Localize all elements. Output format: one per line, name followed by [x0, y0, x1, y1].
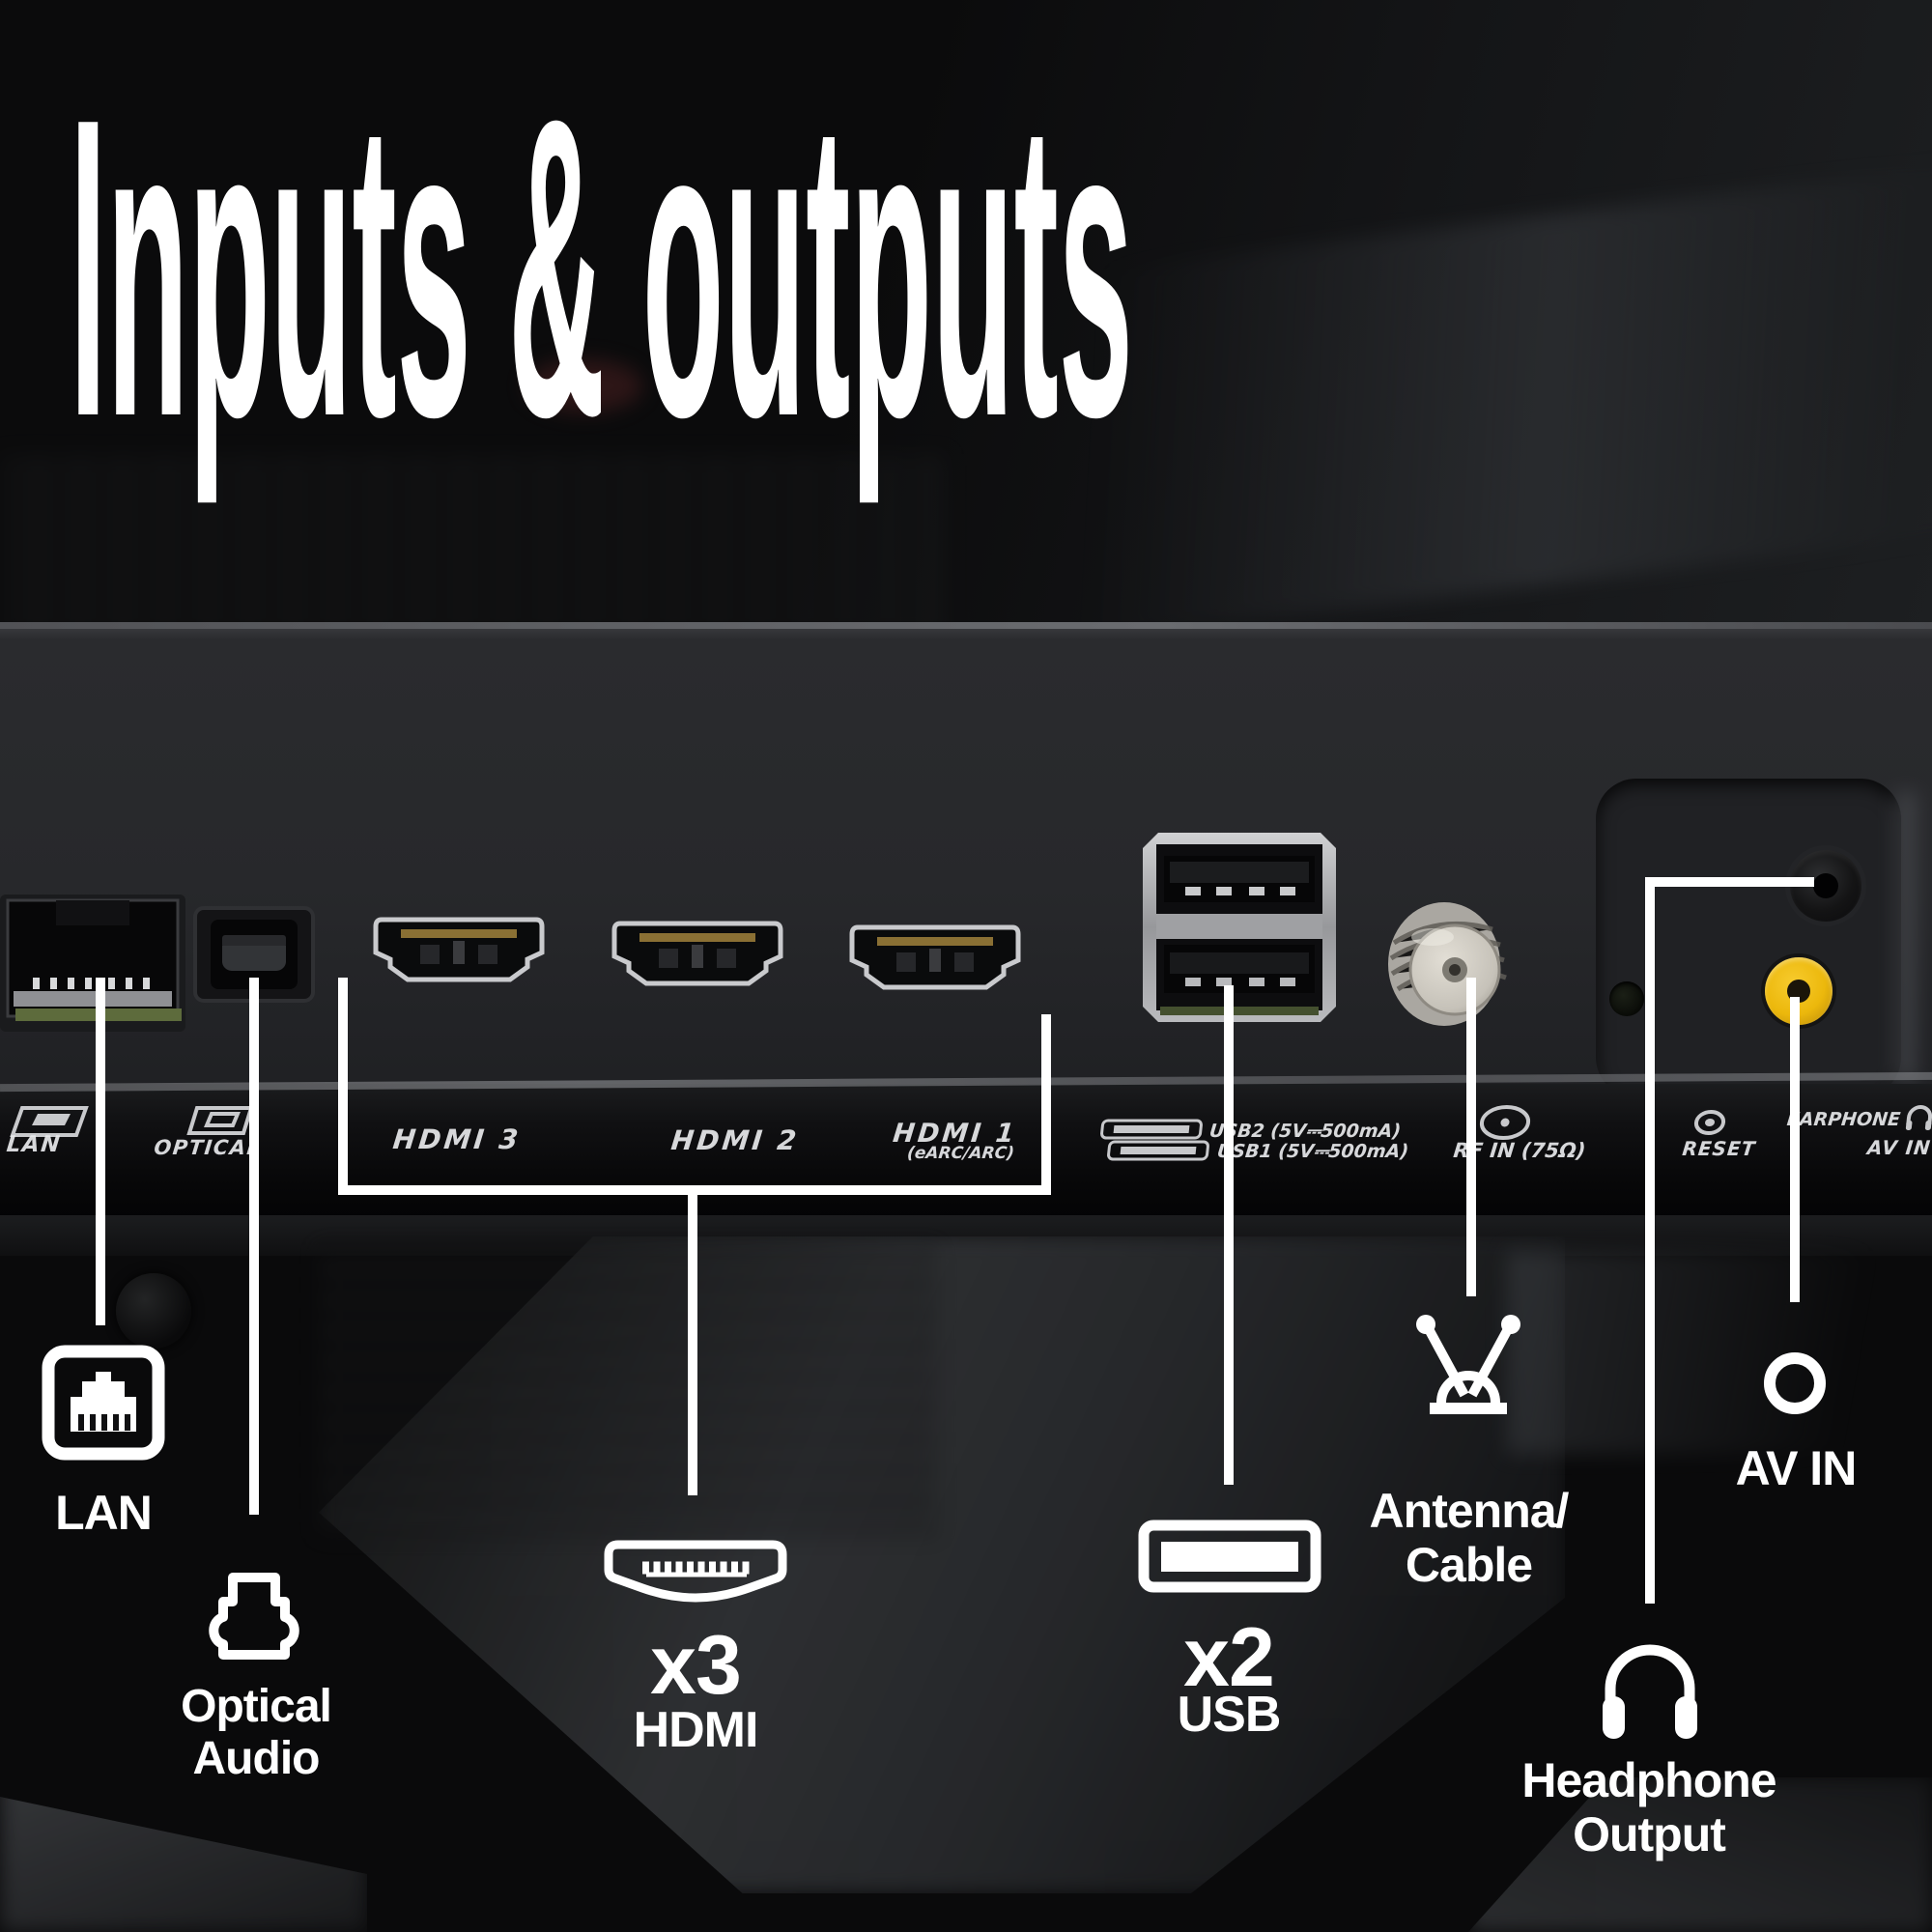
av-in-callout-label: AV IN [1735, 1441, 1858, 1495]
optical-callout-label: Optical Audio [181, 1681, 332, 1784]
hdmi2-port [611, 921, 783, 986]
antenna-icon [1416, 1315, 1520, 1414]
hdmi-callout-line [688, 1195, 697, 1495]
usb-icon [1138, 1520, 1321, 1593]
avin-printed-label: AV IN [1865, 1136, 1932, 1159]
optical-port [193, 906, 315, 1003]
hdmi3-printed-label: HDMI 3 [391, 1123, 523, 1155]
stand-rib-texture [319, 1246, 937, 1536]
lan-icon [42, 1345, 165, 1461]
av-in-callout-line [1790, 997, 1800, 1302]
hdmi-bracket-left [338, 978, 348, 1195]
headphone-callout-label: Headphone Output [1521, 1753, 1776, 1861]
earphone-printed-icon [1905, 1105, 1932, 1130]
background-top-dark [0, 0, 1932, 638]
page-title: Inputs & outputs [70, 31, 1133, 505]
hdmi1-earc-printed-label: (eARC/ARC) [906, 1144, 1015, 1163]
optical-callout-line [249, 978, 259, 1515]
tv-panel-top-edge [0, 622, 1932, 629]
rf-printed-icon [1479, 1105, 1531, 1140]
lan-port [0, 895, 185, 1032]
rf-callout-line [1466, 978, 1476, 1296]
lan-printed-label: LAN [5, 1132, 63, 1157]
right-recess-edge-highlight [1895, 792, 1917, 1082]
service-hole [1609, 981, 1644, 1016]
usb-count-label: x2 [1183, 1611, 1275, 1704]
label-strip [0, 1084, 1932, 1219]
lan-printed-icon [10, 1106, 89, 1137]
red-led-blur [526, 359, 642, 412]
hdmi2-printed-label: HDMI 2 [669, 1124, 801, 1156]
hdmi-count-label: x3 [650, 1619, 742, 1712]
usb1-printed-label: USB1 (5V⎓500mA) [1215, 1141, 1410, 1162]
av-in-icon [1764, 1352, 1826, 1414]
hdmi-icon [604, 1540, 787, 1603]
hdmi1-port [849, 924, 1021, 990]
hdmi-bracket-right [1041, 1014, 1051, 1195]
lan-callout-line [96, 978, 105, 1325]
usb-ports [1143, 833, 1336, 1022]
usb1-printed-icon [1107, 1140, 1209, 1161]
usb-callout-line [1224, 985, 1234, 1485]
headphone-icon [1603, 1644, 1697, 1739]
antenna-callout-label: Antenna/ Cable [1369, 1484, 1570, 1592]
reset-printed-label: RESET [1681, 1137, 1757, 1160]
vent-slots-texture [0, 454, 947, 638]
headphone-callout-line-v [1645, 877, 1655, 1604]
optical-printed-icon [186, 1106, 254, 1135]
hdmi-callout-label: HDMI [633, 1702, 759, 1758]
rf-coax-port [1388, 902, 1507, 1026]
hdmi-bracket-bottom [338, 1185, 1051, 1195]
headphone-callout-line-h [1645, 877, 1814, 887]
optical-icon [209, 1573, 299, 1660]
right-recess [1596, 779, 1901, 1097]
usb-callout-label: USB [1177, 1687, 1282, 1743]
usb2-printed-icon [1100, 1119, 1203, 1140]
headphone-jack-hole [1813, 873, 1838, 898]
reset-printed-icon [1693, 1110, 1726, 1135]
screw [116, 1273, 191, 1349]
usb2-printed-label: USB2 (5V⎓500mA) [1208, 1121, 1403, 1142]
right-mid-sheen [1507, 1251, 1932, 1454]
lan-callout-label: LAN [55, 1486, 153, 1540]
rf-printed-label: RF IN (75Ω) [1452, 1139, 1587, 1162]
hdmi3-port [373, 917, 545, 982]
